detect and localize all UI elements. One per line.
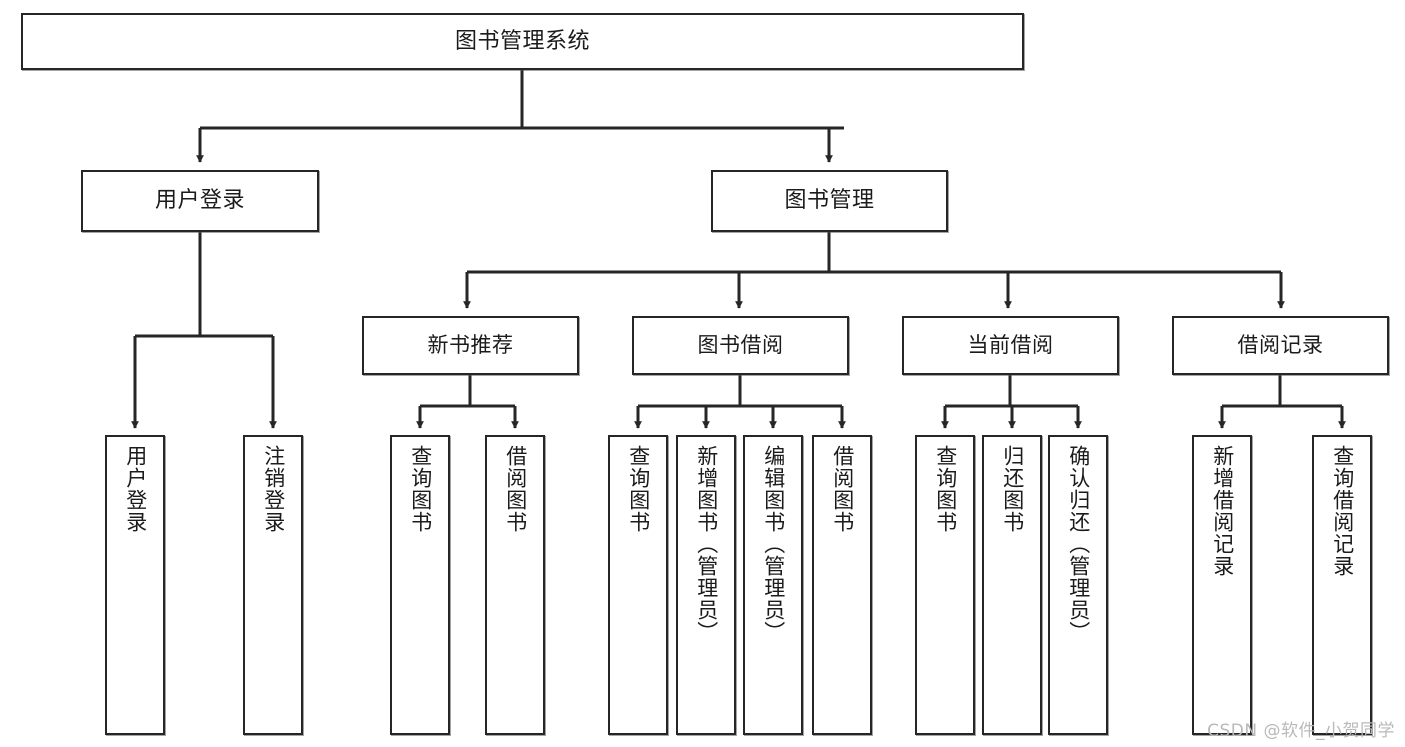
node-current-borrow[interactable]: 当前借阅: [902, 316, 1119, 375]
node-borrow-record-label: 借阅记录: [1237, 333, 1324, 358]
node-leaf-borrow-book-rec-label: 借阅图书: [503, 445, 528, 533]
node-leaf-edit-book[interactable]: 编辑图书（管理员）: [743, 435, 803, 735]
node-leaf-borrow-book-rec[interactable]: 借阅图书: [485, 435, 545, 735]
node-borrow-record[interactable]: 借阅记录: [1172, 316, 1389, 375]
node-leaf-query-book-cur-label: 查询图书: [933, 445, 958, 533]
node-current-borrow-label: 当前借阅: [967, 333, 1054, 358]
node-leaf-user-logout[interactable]: 注销登录: [243, 435, 303, 735]
node-leaf-query-book-cur[interactable]: 查询图书: [915, 435, 975, 735]
node-leaf-add-record-label: 新增借阅记录: [1210, 445, 1235, 577]
node-leaf-query-book-rec-label: 查询图书: [408, 445, 433, 533]
node-leaf-confirm-return[interactable]: 确认归还（管理员）: [1048, 435, 1108, 735]
node-new-book-recommend-label: 新书推荐: [427, 333, 514, 358]
node-leaf-edit-book-label: 编辑图书（管理员）: [761, 445, 786, 643]
node-book-borrow[interactable]: 图书借阅: [632, 316, 849, 375]
node-book-manage-label: 图书管理: [784, 188, 875, 214]
node-leaf-query-book-borrow-label: 查询图书: [626, 445, 651, 533]
node-leaf-borrow-book-label: 借阅图书: [830, 445, 855, 533]
node-leaf-confirm-return-label: 确认归还（管理员）: [1066, 445, 1091, 643]
node-leaf-add-record[interactable]: 新增借阅记录: [1192, 435, 1252, 735]
node-user-login-label: 用户登录: [154, 188, 245, 214]
node-leaf-query-book-borrow[interactable]: 查询图书: [608, 435, 668, 735]
node-book-manage[interactable]: 图书管理: [711, 170, 948, 232]
node-leaf-user-logout-label: 注销登录: [261, 445, 286, 533]
node-leaf-return-book-label: 归还图书: [1000, 445, 1025, 533]
node-leaf-add-book[interactable]: 新增图书（管理员）: [676, 435, 736, 735]
node-leaf-borrow-book[interactable]: 借阅图书: [812, 435, 872, 735]
node-root[interactable]: 图书管理系统: [21, 13, 1024, 70]
node-new-book-recommend[interactable]: 新书推荐: [362, 316, 579, 375]
node-book-borrow-label: 图书借阅: [697, 333, 784, 358]
node-leaf-query-record[interactable]: 查询借阅记录: [1312, 435, 1372, 735]
node-leaf-query-record-label: 查询借阅记录: [1330, 445, 1355, 577]
node-root-label: 图书管理系统: [454, 28, 590, 54]
node-leaf-user-login-label: 用户登录: [123, 445, 148, 533]
node-leaf-user-login[interactable]: 用户登录: [105, 435, 165, 735]
node-leaf-add-book-label: 新增图书（管理员）: [694, 445, 719, 643]
node-user-login[interactable]: 用户登录: [81, 170, 319, 232]
node-leaf-return-book[interactable]: 归还图书: [982, 435, 1042, 735]
node-leaf-query-book-rec[interactable]: 查询图书: [390, 435, 450, 735]
